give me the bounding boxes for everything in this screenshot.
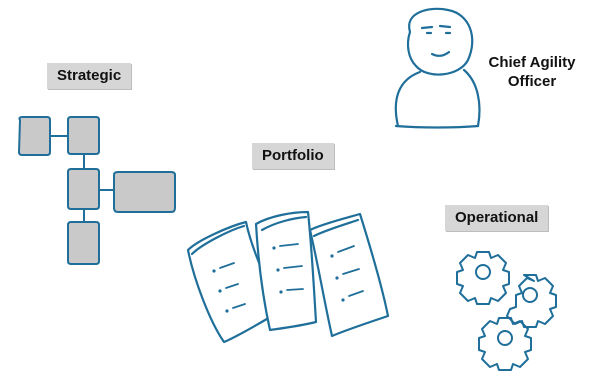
documents-icon xyxy=(186,210,390,344)
role-title-line2: Officer xyxy=(507,73,557,90)
role-title: Chief Agility Officer xyxy=(480,53,584,91)
person-icon xyxy=(394,7,481,129)
gears-icon xyxy=(456,251,557,371)
role-title-line1: Chief Agility xyxy=(488,54,576,71)
strategic-label: Strategic xyxy=(47,63,132,89)
portfolio-label: Portfolio xyxy=(252,143,334,169)
org-chart-icon xyxy=(18,116,176,265)
operational-label: Operational xyxy=(445,205,549,231)
